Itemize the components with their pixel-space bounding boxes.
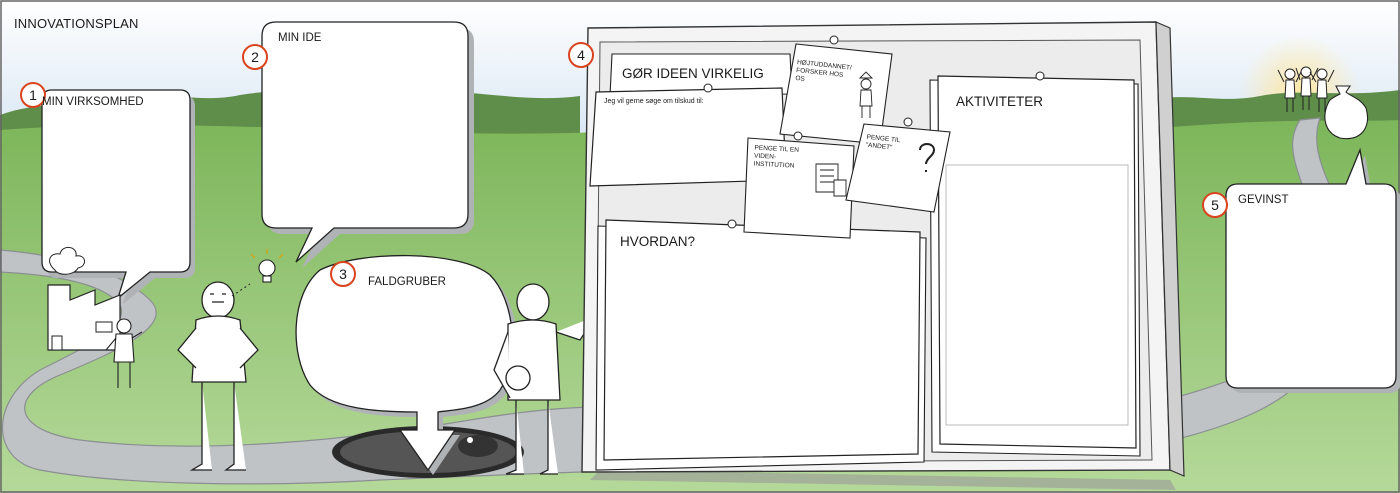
factory xyxy=(47,284,121,351)
pin-icon xyxy=(903,117,913,127)
pin-icon xyxy=(829,35,839,45)
note-andet xyxy=(845,123,951,213)
hvordan-label: HVORDAN? xyxy=(620,234,696,249)
person-thinking xyxy=(177,281,259,471)
bubble-faldgruber xyxy=(295,254,513,472)
bubble-min-virksomhed xyxy=(41,89,191,300)
board-shadow xyxy=(590,470,1176,490)
pin-icon xyxy=(1035,71,1045,81)
board-side xyxy=(1155,21,1185,477)
step-5-badge: 5 xyxy=(1202,192,1228,218)
celebrating-people xyxy=(1277,66,1335,112)
factory-door xyxy=(51,335,63,351)
page-title: INNOVATIONSPLAN xyxy=(14,16,139,31)
paper-aktiviteter xyxy=(937,75,1137,449)
step-3-label: FALDGRUBER xyxy=(368,276,446,288)
paper-hvordan xyxy=(603,219,921,461)
bubble-gevinst xyxy=(1225,147,1397,389)
note-viden-institution xyxy=(743,137,855,239)
small-person xyxy=(105,318,143,388)
thought-line xyxy=(231,283,251,297)
winding-path xyxy=(0,117,1354,485)
pin-icon xyxy=(793,131,803,141)
step-2-badge: 2 xyxy=(242,44,268,70)
pin-icon xyxy=(727,219,737,229)
factory-window xyxy=(95,321,113,333)
step-3-badge: 3 xyxy=(330,261,356,287)
mole xyxy=(458,435,498,457)
step-1-label: MIN VIRKSOMHED xyxy=(42,96,144,108)
aktiviteter-label: AKTIVITETER xyxy=(956,94,1044,109)
lightbulb-icon xyxy=(250,249,284,283)
question-mark-icon xyxy=(919,143,936,172)
note-viden-text: PENGE TIL EN VIDEN- INSTITUTION xyxy=(753,144,800,170)
bubble-min-ide xyxy=(261,21,469,263)
step-2-label: MIN IDE xyxy=(278,32,322,44)
pin-icon xyxy=(703,83,713,93)
factory-smoke xyxy=(49,247,85,275)
researcher-icon xyxy=(858,71,874,118)
step-1-badge: 1 xyxy=(20,82,46,108)
mole-eye xyxy=(467,437,473,443)
aktiviteter-area xyxy=(945,164,1129,426)
tilskud-text: Jeg vil gerne søge om tilskud til: xyxy=(604,98,704,105)
step-4-badge: 4 xyxy=(568,42,594,68)
step-4-label: GØR IDEEN VIRKELIG xyxy=(622,66,764,81)
money-sack-icon xyxy=(1324,85,1368,140)
step-5-label: GEVINST xyxy=(1238,194,1289,206)
building-icon xyxy=(815,163,847,197)
